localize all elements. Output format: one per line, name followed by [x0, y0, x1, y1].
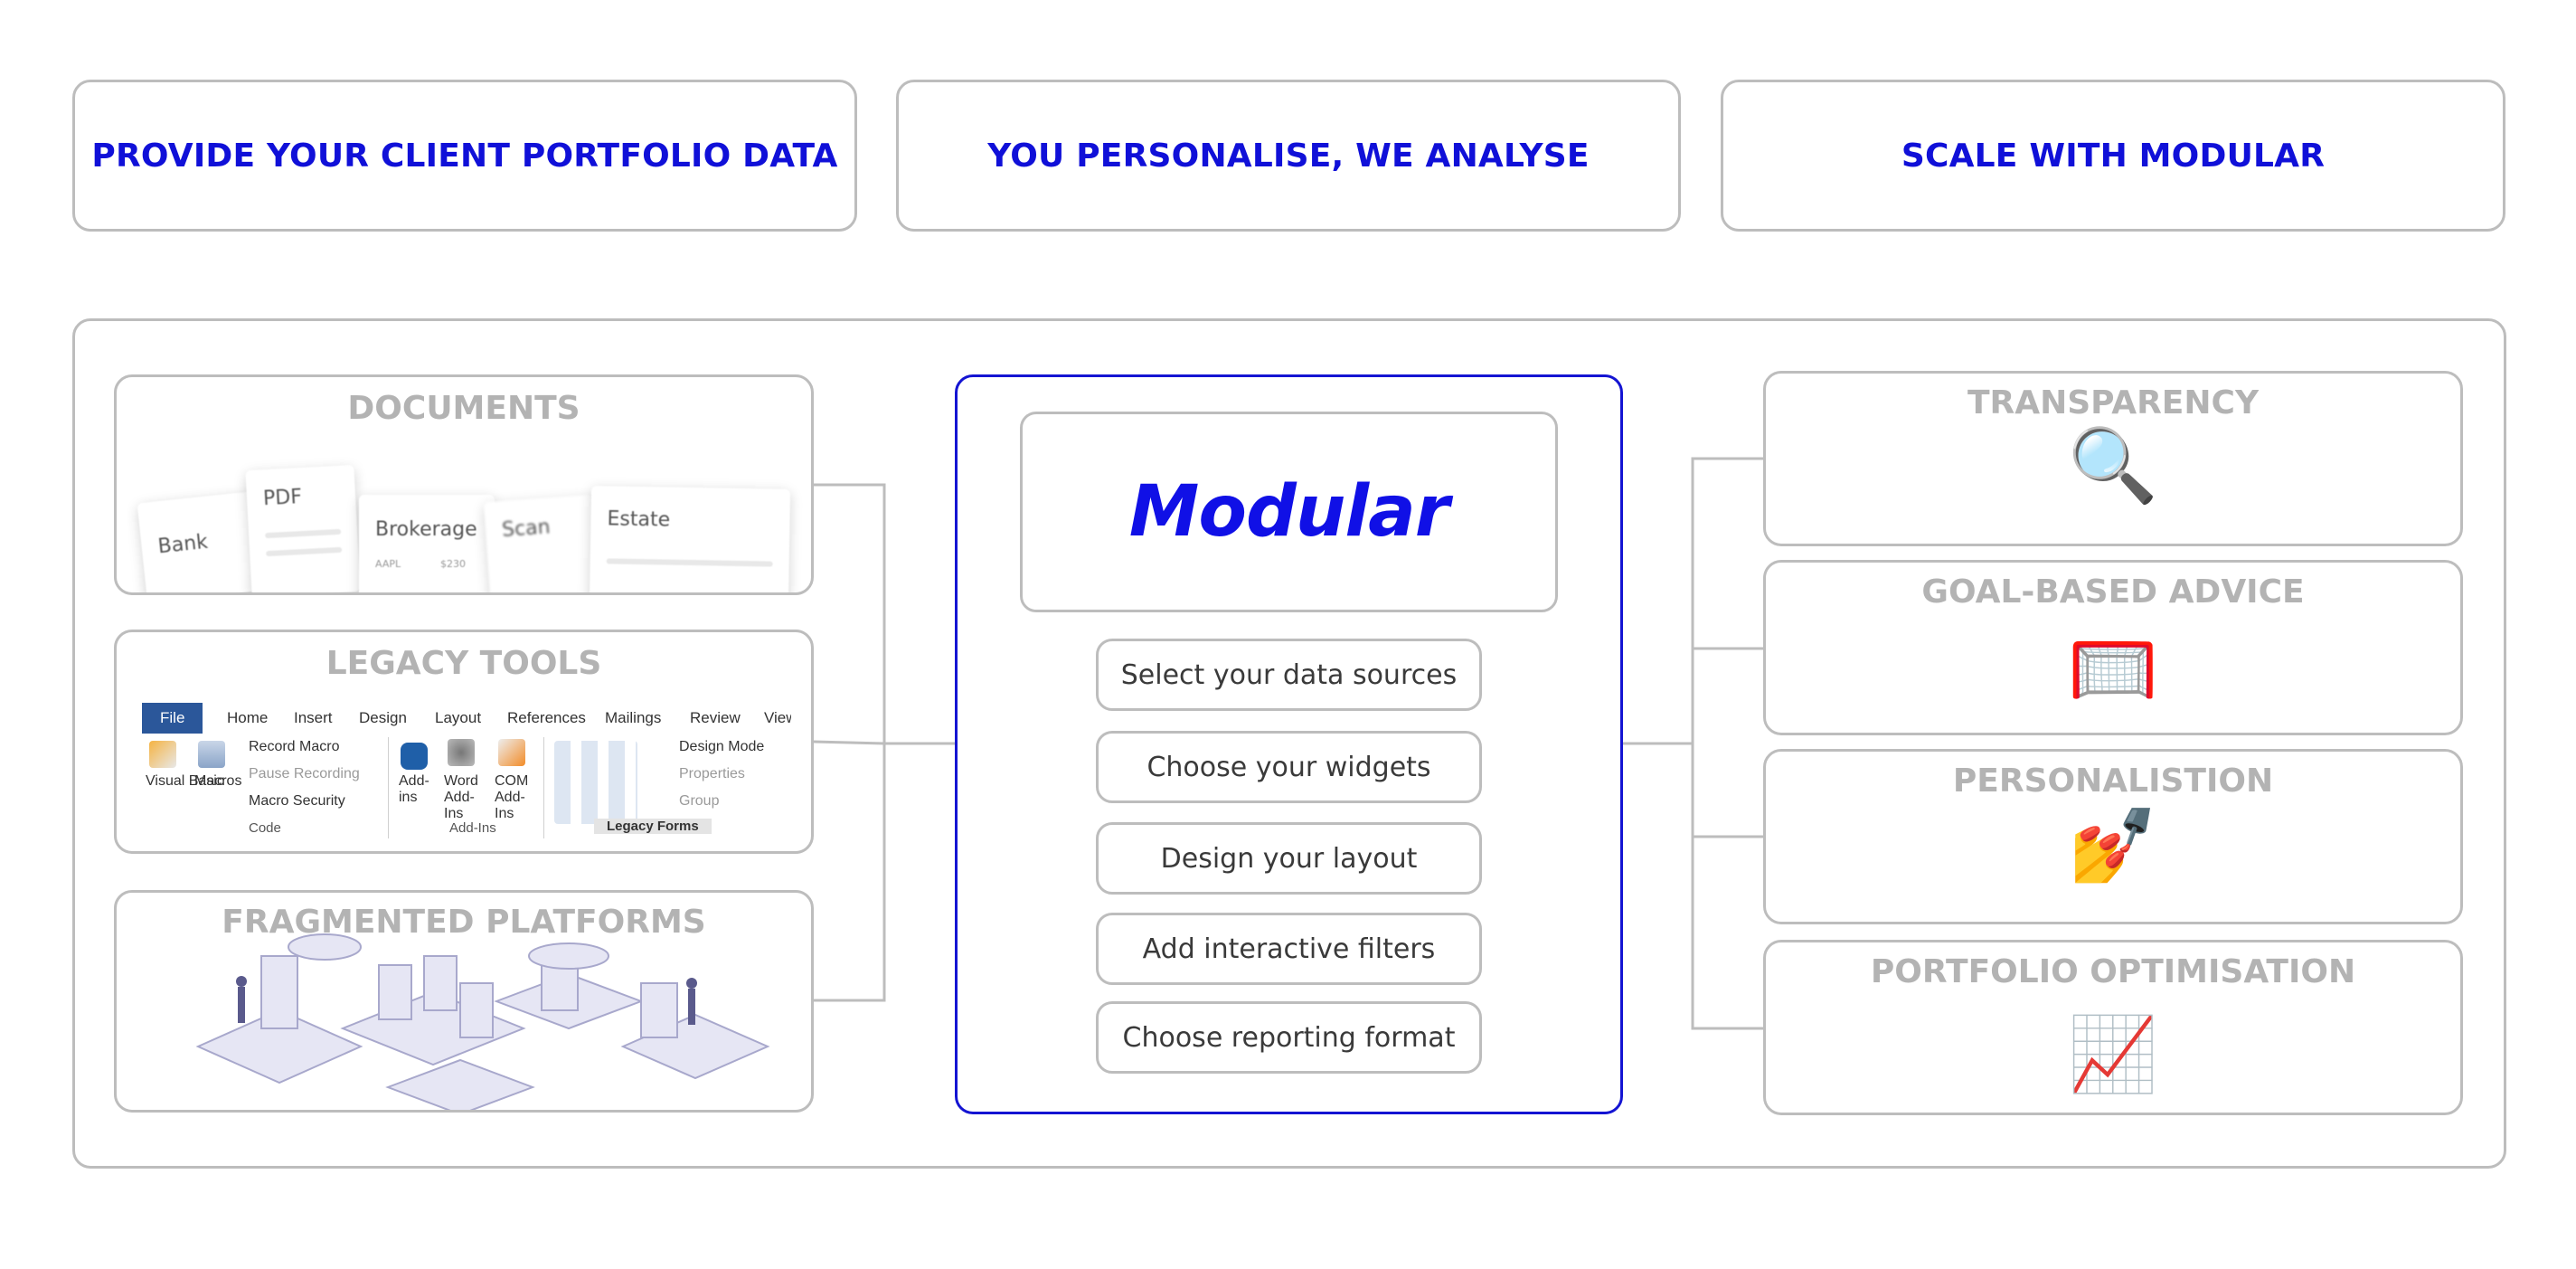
ribbon-record-macro: Record Macro	[249, 739, 340, 754]
documents-title: DOCUMENTS	[347, 390, 580, 427]
documents-panel: DOCUMENTS Bank PDF Brokerage AAPL $230 S…	[114, 374, 814, 595]
doc-card-scan: Scan	[483, 494, 600, 592]
ribbon-group-code: Code	[249, 820, 281, 836]
form-controls-icon	[554, 741, 637, 824]
step-select-data-sources-label: Select your data sources	[1120, 658, 1458, 691]
personalisation-title: PERSONALISTION	[1952, 762, 2274, 800]
portfolio-optimisation-panel: PORTFOLIO OPTIMISATION 📈	[1763, 940, 2463, 1115]
ribbon-tab-layout: Layout	[435, 709, 482, 726]
doc-card-brokerage-ticker: AAPL	[375, 558, 401, 570]
fragmented-platforms-panel: FRAGMENTED PLATFORMS	[114, 890, 814, 1113]
chart-increasing-icon: 📈	[2068, 1012, 2158, 1096]
ribbon-tab-insert: Insert	[294, 709, 333, 726]
ribbon-tab-references: References	[507, 709, 586, 726]
step-provide-data: PROVIDE YOUR CLIENT PORTFOLIO DATA	[72, 80, 857, 232]
nail-polish-icon: 💅	[2068, 803, 2158, 887]
doc-card-pdf: PDF	[245, 464, 361, 592]
magnifier-icon: 🔍	[2068, 423, 2158, 507]
ribbon-com-add-ins: COM Add-Ins	[495, 773, 529, 821]
goal-based-advice-title: GOAL-BASED ADVICE	[1921, 573, 2305, 611]
modular-logo-box: Modular	[1020, 412, 1558, 612]
step-personalise: YOU PERSONALISE, WE ANALYSE	[896, 80, 1681, 232]
transparency-panel: TRANSPARENCY 🔍	[1763, 371, 2463, 546]
doc-card-brokerage-label: Brokerage	[375, 518, 477, 541]
ribbon-visual-basic: Visual Basic	[146, 773, 224, 789]
ribbon-group-addins: Add-Ins	[449, 820, 496, 836]
ribbon-tab-mailings: Mailings	[605, 709, 662, 726]
fragmented-platforms-title: FRAGMENTED PLATFORMS	[222, 904, 706, 941]
ribbon-tab-view: View	[764, 709, 791, 726]
ribbon-group: Group	[679, 793, 720, 809]
ribbon-macros: Macros	[194, 773, 242, 789]
macros-icon	[198, 741, 225, 768]
doc-card-pdf-label: PDF	[262, 486, 303, 511]
legacy-tools-panel: LEGACY TOOLS File Home Insert Design Lay…	[114, 630, 814, 854]
modular-frame	[955, 374, 1623, 1114]
step-add-filters: Add interactive filters	[1096, 913, 1482, 985]
ribbon-separator	[388, 737, 389, 838]
ribbon-tab-file: File	[142, 703, 203, 734]
step-reporting-format-label: Choose reporting format	[1122, 1021, 1456, 1054]
ribbon-macro-security: Macro Security	[249, 793, 345, 809]
doc-card-estate: Estate	[589, 486, 791, 592]
ribbon-design-mode: Design Mode	[679, 739, 765, 754]
visual-basic-icon	[149, 741, 176, 768]
portfolio-optimisation-title: PORTFOLIO OPTIMISATION	[1870, 953, 2356, 990]
doc-card-scan-label: Scan	[501, 516, 552, 542]
ribbon-tab-review: Review	[690, 709, 741, 726]
ribbon-pause-recording: Pause Recording	[249, 766, 360, 781]
goal-net-icon: 🥅	[2068, 627, 2158, 711]
doc-card-brokerage: Brokerage AAPL $230	[359, 495, 495, 592]
doc-card-brokerage-value: $230	[440, 558, 466, 570]
modular-logo: Modular	[1128, 471, 1449, 553]
ribbon-legacy-forms: Legacy Forms	[594, 819, 712, 834]
ribbon-add-ins: Add-ins	[399, 773, 429, 805]
step-reporting-format: Choose reporting format	[1096, 1001, 1482, 1074]
step-personalise-label: YOU PERSONALISE, WE ANALYSE	[987, 137, 1590, 175]
step-scale: SCALE WITH MODULAR	[1721, 80, 2505, 232]
step-design-layout: Design your layout	[1096, 822, 1482, 895]
step-design-layout-label: Design your layout	[1160, 842, 1418, 875]
ribbon-tab-design: Design	[359, 709, 407, 726]
step-provide-data-label: PROVIDE YOUR CLIENT PORTFOLIO DATA	[91, 137, 838, 175]
ribbon-separator-2	[543, 737, 544, 838]
transparency-title: TRANSPARENCY	[1967, 384, 2260, 421]
step-choose-widgets-label: Choose your widgets	[1146, 751, 1431, 783]
legacy-tools-title: LEGACY TOOLS	[326, 645, 602, 682]
ribbon-properties: Properties	[679, 766, 745, 781]
ribbon-word-add-ins: Word Add-Ins	[444, 773, 478, 821]
step-add-filters-label: Add interactive filters	[1142, 933, 1436, 965]
personalisation-panel: PERSONALISTION 💅	[1763, 749, 2463, 924]
step-choose-widgets: Choose your widgets	[1096, 731, 1482, 803]
doc-card-estate-label: Estate	[607, 507, 671, 532]
platforms-illustration	[195, 933, 770, 1110]
goal-based-advice-panel: GOAL-BASED ADVICE 🥅	[1763, 560, 2463, 735]
word-add-ins-icon	[448, 739, 475, 766]
step-select-data-sources: Select your data sources	[1096, 639, 1482, 711]
com-add-ins-icon	[498, 739, 525, 766]
step-scale-label: SCALE WITH MODULAR	[1901, 137, 2326, 175]
ribbon-tab-home: Home	[227, 709, 269, 726]
doc-card-bank-label: Bank	[156, 530, 210, 559]
add-ins-icon	[401, 743, 428, 770]
ribbon-screenshot: File Home Insert Design Layout Reference…	[142, 703, 791, 838]
